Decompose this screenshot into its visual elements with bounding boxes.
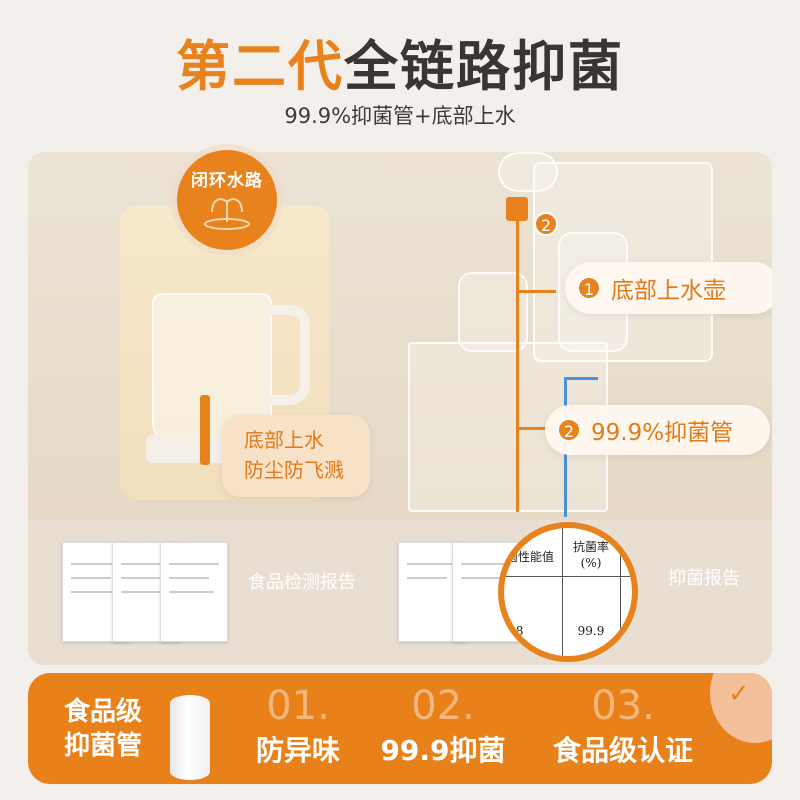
subtitle: 99.9%抑菌管+底部上水 — [284, 104, 516, 128]
callout-label: 底部上水壶 — [611, 278, 726, 304]
callout-number: 2 — [557, 418, 581, 442]
closed-loop-badge: 闭环水路 — [177, 150, 277, 250]
step-text: 99.9抑菌 — [380, 734, 506, 767]
report-document — [160, 542, 228, 642]
orange-pipe-branch — [516, 427, 556, 430]
main-panel: 2 1 底部上水壶 2 99.9%抑菌管 食品检测报告 抑菌报告 — [28, 152, 772, 665]
callout-label: 99.9%抑菌管 — [591, 420, 734, 446]
callout-number: 1 — [577, 276, 601, 300]
step-text: 防异味 — [255, 734, 340, 767]
orange-pipe-branch — [516, 290, 556, 293]
table-value: 3.8 — [504, 624, 524, 638]
badge-label: 闭环水路 — [191, 171, 263, 191]
antibacterial-report-label: 抑菌报告 — [668, 568, 740, 589]
callout-antibacterial-tube: 2 99.9%抑菌管 — [545, 405, 770, 455]
tube-image — [170, 695, 210, 780]
title-rest: 全链路抑菌 — [344, 35, 624, 98]
check-icon: ✓ — [728, 679, 750, 709]
product-label: 食品级 抑菌管 — [64, 695, 142, 763]
table-unit: (%) — [580, 556, 602, 570]
page-title: 第二代全链路抑菌 — [0, 22, 800, 101]
step-number: 01. — [266, 683, 330, 729]
step-3: 03. 食品级认证 — [533, 683, 713, 769]
step-number: 03. — [591, 683, 655, 729]
feature-pill: 底部上水 防尘防飞溅 — [222, 415, 370, 497]
orange-pipe — [516, 212, 519, 512]
filter-cartridge — [506, 197, 528, 221]
feature-bar: ✓ 食品级 抑菌管 01. 防异味 02. 99.9抑菌 03. 食品级认证 — [28, 673, 772, 784]
check-badge: ✓ — [710, 673, 772, 743]
antibacterial-tube-image — [200, 395, 210, 465]
table-header: 抗菌率 — [572, 540, 609, 554]
step-number: 02. — [411, 683, 475, 729]
dispenser-head — [498, 152, 558, 192]
callout-bottom-fill-jug: 1 底部上水壶 — [565, 262, 772, 314]
product-line: 食品级 — [64, 697, 143, 727]
food-test-report-label: 食品检测报告 — [248, 572, 356, 593]
table-value: 99.9 — [577, 624, 605, 638]
blue-pipe-branch — [564, 377, 598, 380]
magnifier: 抑菌性能值 抗菌率 (%) 3.8 99.9 — [498, 522, 638, 662]
kettle-handle — [268, 305, 310, 405]
feature-line: 防尘防飞溅 — [244, 458, 344, 482]
table-header: 抑菌性能值 — [498, 550, 554, 564]
step-text: 食品级认证 — [552, 734, 693, 767]
title-highlight: 第二代 — [176, 35, 344, 98]
fountain-icon — [204, 198, 250, 230]
callout-number: 2 — [534, 212, 558, 236]
step-1: 01. 防异味 — [228, 683, 368, 769]
step-2: 02. 99.9抑菌 — [368, 683, 518, 769]
feature-line: 底部上水 — [244, 428, 324, 452]
product-line: 抑菌管 — [64, 731, 143, 761]
